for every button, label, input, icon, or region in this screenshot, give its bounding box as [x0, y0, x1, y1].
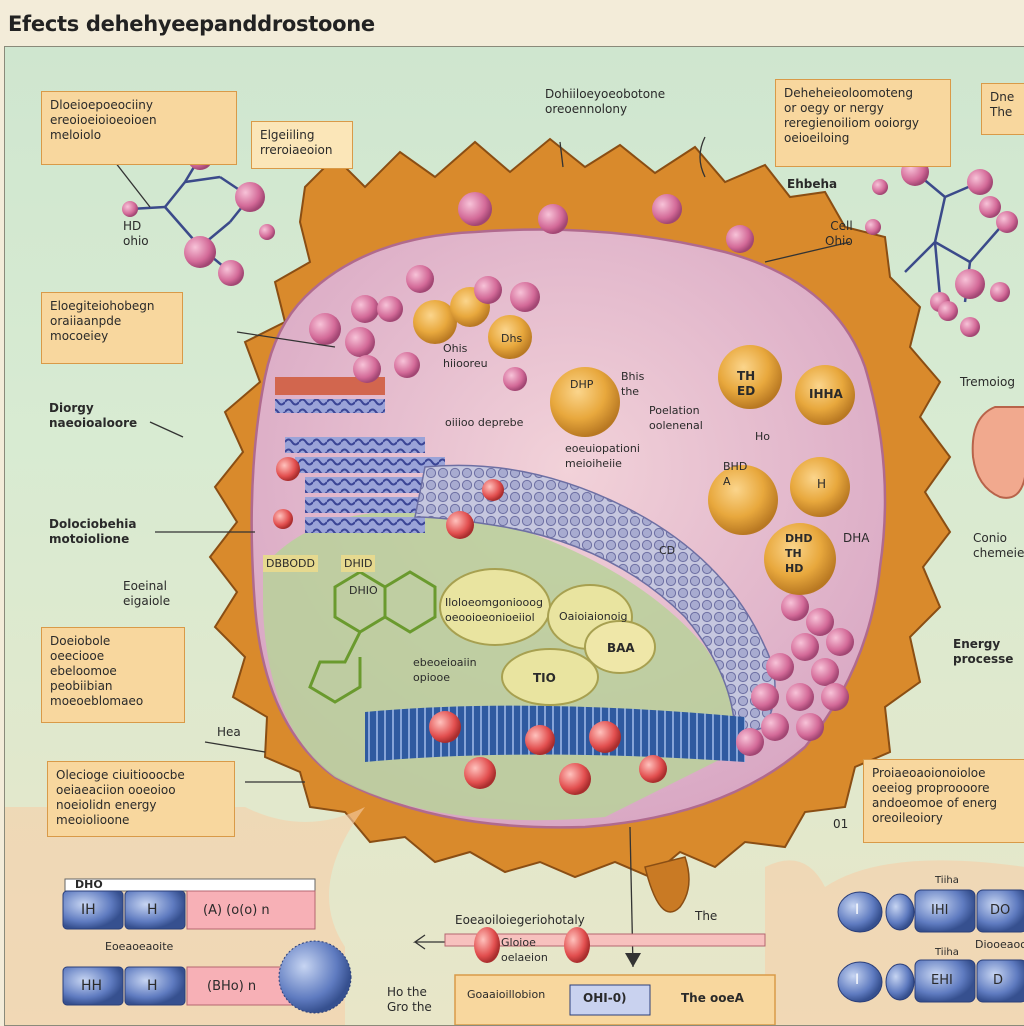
label-top-center: Dohiiloeyoeobotone oreoennolony	[545, 87, 666, 116]
cell-label-th-ed: TH ED	[737, 369, 756, 398]
strip-right-cell-top-3: DO	[990, 903, 1011, 918]
label-box-mid-left: Eloegiteiohobegn oraiiaanpde mocoeiey	[41, 292, 183, 364]
label-bottom-box-bar: OHI-0)	[583, 991, 627, 1005]
strip-left-cell-top-1: IH	[81, 902, 96, 918]
cell-label-dhd-th-hd: DHD TH HD	[785, 532, 813, 575]
strip-left-cell-bottom-2: H	[147, 978, 158, 994]
cell-label-dha: DHA	[843, 531, 870, 545]
label-the: The	[695, 909, 718, 923]
steroid-structure	[308, 570, 437, 704]
cell-label-oiiuo: oiiioo deprebe	[445, 416, 524, 429]
mitochondria	[413, 287, 855, 595]
cell-label-dbbodd: DBBODD	[263, 555, 318, 572]
cell-label-dhp: DHP	[570, 378, 594, 391]
label-hd-left: HD ohio	[123, 219, 149, 248]
label-tremolo: Tremoiog	[960, 375, 1015, 389]
label-hd-bottom: Ho the Gro the	[387, 985, 432, 1014]
lower-membrane-channels	[365, 705, 745, 762]
label-ehbeha: Ehbeha	[787, 177, 838, 191]
label-cell: Cell Ohio	[825, 219, 853, 248]
label-bottom-box: Goaaioillobion	[467, 988, 546, 1001]
cell-label-h2: H	[817, 477, 827, 491]
label-conio: Conio chemeie	[973, 531, 1024, 560]
cell-label-dhs: Dhs	[501, 332, 523, 345]
cell-label-ohis: Ohis hiiooreu	[443, 342, 488, 370]
strip-right-cell-top-1: I	[855, 902, 860, 918]
vesicle-cluster-right	[736, 593, 854, 756]
strip-left-cell-bottom-3: (BHo) n	[207, 979, 257, 994]
label-box-top-left-small: Elgeiiling rreroiaeoion	[251, 121, 353, 169]
cell-label-vesicle2: Oaioiaionoig	[559, 610, 628, 623]
label-o1: 01	[833, 817, 849, 831]
strip-left-cell-top-3: (A) (o(o) n	[203, 903, 270, 918]
cell-label-ho-small: Ho	[755, 430, 771, 443]
cell-label-baa: BAA	[607, 641, 635, 655]
label-bottom-box-right: The ooeA	[681, 991, 744, 1005]
label-box-bottom-left: Olecioge ciuitiooocbe oeiaeaciion ooeoio…	[47, 761, 235, 837]
down-arrow	[625, 953, 641, 967]
endoplasmic-reticulum-left	[275, 377, 465, 533]
membrane-drip	[644, 856, 690, 913]
cell-label-vesicle1: Iloloeomgoniooog oeooioeonioeiiol	[445, 596, 543, 624]
label-box-lower-left: Doeiobole oeeciooe ebeloomoe peobiibian …	[41, 627, 185, 723]
label-bottom-center: Eoeaoiloiegeriohotaly	[455, 913, 585, 927]
page-title: Efects dehehyeepanddrostoone	[8, 12, 375, 36]
ear-illustration	[971, 406, 1024, 499]
strip-right-cell-bottom-1: I	[855, 972, 860, 988]
golgi-vesicles	[439, 568, 656, 706]
cell-illustration	[5, 136, 1024, 1025]
strip-right-tag-top: Tiiha	[935, 875, 959, 886]
label-box-bottom-right: Proiaeoaoionoioloe oeeiog proproooore an…	[863, 759, 1024, 843]
strip-left	[62, 878, 352, 1014]
strip-right-cell-bottom-3: D	[993, 973, 1004, 988]
bottom-center-bar	[444, 927, 776, 1025]
strip-left-cell-bottom-1: HH	[81, 978, 103, 994]
label-bottom-right-caption: Diooeaoo	[975, 938, 1024, 951]
label-eggs: Gloioe oelaeion	[501, 936, 548, 964]
strip-right-cell-bottom-2: EHI	[931, 973, 953, 988]
cell-label-bhd-a: BHD A	[723, 460, 748, 488]
strip-left-cell-top-2: H	[147, 902, 158, 918]
cell-label-eoeuio: eoeuiopationi meioiheiie	[565, 442, 640, 470]
cell-label-ihha: IHHA	[809, 387, 843, 401]
label-box-top-right: Deheheieoloomoteng or oegy or nergy rere…	[775, 79, 951, 167]
strip-right	[837, 889, 1024, 1003]
surface-molecules	[458, 192, 754, 253]
cell-label-cd: CD	[659, 544, 676, 557]
cell-label-poelation: Poelation oolenenal	[649, 404, 703, 432]
cell-label-bhis-the: Bhis the	[621, 370, 645, 398]
cell-label-tio: TIO	[533, 671, 556, 685]
cell-label-ebeoeion: ebeoeioaiin opiooe	[413, 656, 477, 684]
strip-left-tag: DHO	[75, 878, 103, 891]
label-box-top-left: Dloeioepoeociiny ereoioeioioeoioen meloi…	[41, 91, 237, 165]
label-energy: Energy processe	[953, 637, 1014, 666]
label-hea: Hea	[217, 725, 241, 739]
cell-label-dhd-tag: DHID	[341, 555, 376, 572]
pink-molecules-inner	[309, 265, 540, 391]
strip-right-cell-top-2: IHI	[931, 903, 949, 918]
label-diorgy: Diorgy naeoioaloore	[49, 401, 138, 430]
molecule-left	[122, 144, 275, 286]
strip-right-tag-bottom: Tiiha	[935, 947, 959, 958]
label-eoeinal: Eoeinal eigaiole	[123, 579, 171, 608]
diagram-frame: Dloeioepoeociiny ereoioeioioeoioen meloi…	[4, 46, 1024, 1026]
label-bottom-left-caption: Eoeaoeaoite	[105, 940, 174, 953]
label-dolocio: Dolociobehia motoiolione	[49, 517, 137, 546]
cell-label-dhiio: DHIO	[349, 584, 378, 597]
label-box-top-right-corner: Dne The	[981, 83, 1024, 135]
red-vesicles	[273, 457, 667, 795]
